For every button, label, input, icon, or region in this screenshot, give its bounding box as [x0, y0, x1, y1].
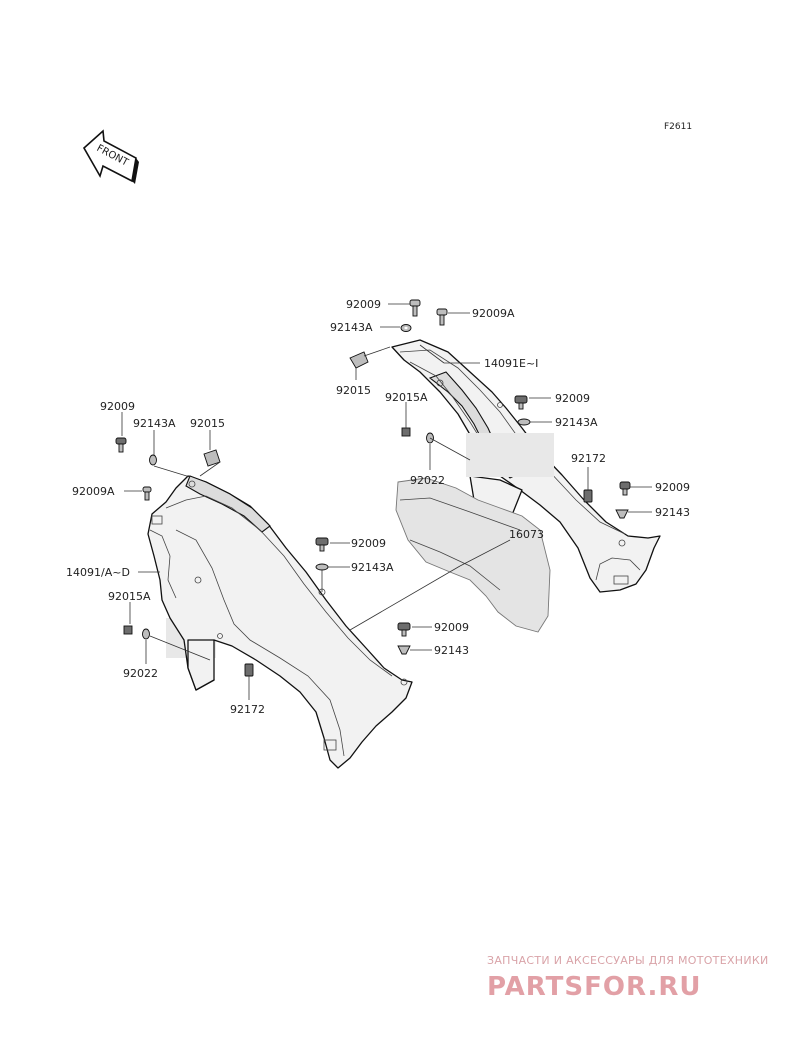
- nut-icon: [401, 427, 411, 437]
- figure-code: F2611: [664, 122, 692, 132]
- washer-icon: [149, 454, 157, 466]
- nut-icon: [123, 625, 133, 635]
- callout-label: 92009: [100, 400, 135, 413]
- callout-label: 92143A: [330, 321, 373, 334]
- callout-label: 92015A: [385, 391, 428, 404]
- callout-label: 92143A: [351, 561, 394, 574]
- bolt-icon: [244, 663, 254, 677]
- callout-label: 14091/A~D: [66, 566, 130, 579]
- callout-label: 92172: [230, 703, 265, 716]
- callout-label: 92009: [555, 392, 590, 405]
- callout-label: 92009A: [72, 485, 115, 498]
- callout-label: 92143: [434, 644, 469, 657]
- screw-icon: [315, 537, 329, 552]
- washer-icon: [517, 418, 531, 426]
- callout-label: 92022: [410, 474, 445, 487]
- insulator-panel: [395, 477, 551, 633]
- callout-label: 92015: [190, 417, 225, 430]
- callout-label: 92015: [336, 384, 371, 397]
- watermark-tagline: ЗАПЧАСТИ И АКСЕССУАРЫ ДЛЯ МОТОТЕХНИКИ: [487, 954, 769, 967]
- washer-icon: [142, 628, 150, 640]
- screw-icon: [115, 437, 127, 453]
- grommet-icon: [397, 645, 411, 655]
- screw-icon: [619, 481, 631, 496]
- callout-label: 92022: [123, 667, 158, 680]
- callout-label: 14091E~I: [484, 357, 538, 370]
- screw-icon: [436, 308, 448, 326]
- washer-icon: [315, 563, 329, 571]
- callout-label: 92015A: [108, 590, 151, 603]
- watermark: ЗАПЧАСТИ И АКСЕССУАРЫ ДЛЯ МОТОТЕХНИКИ PA…: [487, 954, 769, 1002]
- grommet-icon: [615, 509, 629, 519]
- bolt-icon: [583, 489, 593, 503]
- callout-label: 92009: [434, 621, 469, 634]
- callout-label: 92143: [655, 506, 690, 519]
- callout-label: 92009A: [472, 307, 515, 320]
- screw-icon: [514, 395, 528, 410]
- callout-label: 92172: [571, 452, 606, 465]
- screw-icon: [142, 486, 152, 501]
- washer-icon: [400, 324, 412, 332]
- callout-label: 92009: [351, 537, 386, 550]
- clip-icon: [349, 351, 369, 369]
- callout-label: 92143A: [133, 417, 176, 430]
- watermark-brand: PARTSFOR.RU: [487, 972, 701, 1002]
- screw-icon: [397, 622, 411, 637]
- leader-lines: [121, 303, 652, 700]
- shading-panel: [466, 433, 554, 477]
- side-cover-left: [147, 475, 413, 769]
- callout-label: 92009: [655, 481, 690, 494]
- callout-label: 92009: [346, 298, 381, 311]
- front-arrow-icon: FRONT: [82, 129, 139, 184]
- screw-icon: [409, 299, 421, 317]
- callout-label: 92143A: [555, 416, 598, 429]
- callout-label: 16073: [509, 528, 544, 541]
